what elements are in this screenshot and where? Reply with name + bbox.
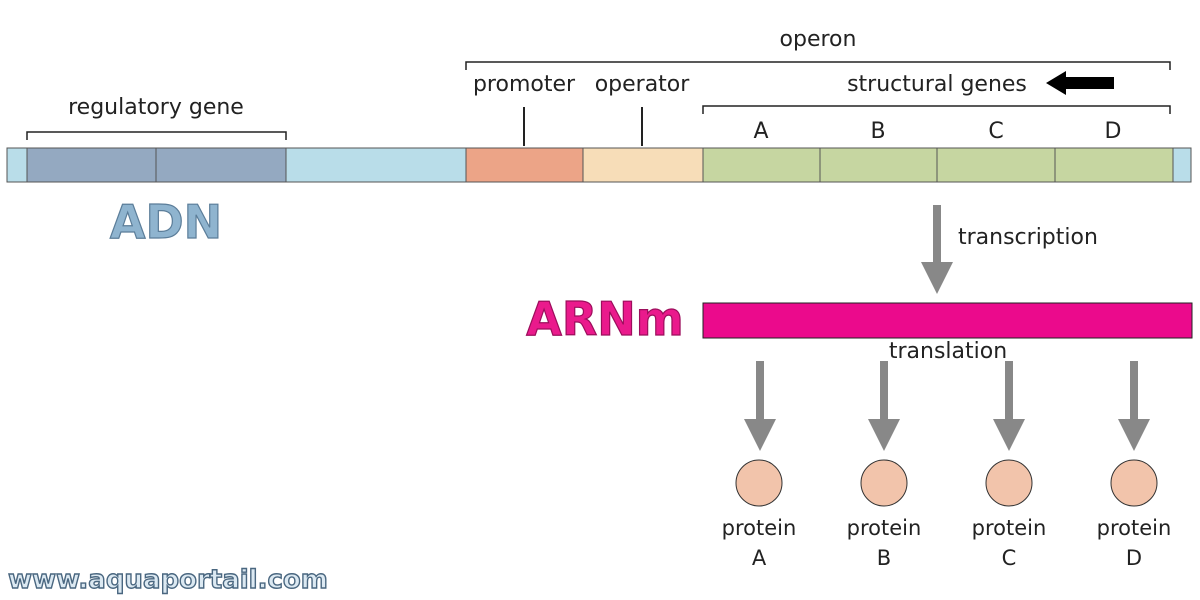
- structural-gene-a-segment: [702, 147, 821, 183]
- operon-label: operon: [780, 27, 857, 52]
- operon-bracket: [465, 61, 1171, 70]
- gene-a-label: A: [753, 119, 768, 144]
- protein-a-label: protein: [722, 516, 797, 540]
- dna-left-cap: [6, 147, 28, 183]
- dna-right-cap: [1172, 147, 1192, 183]
- mrna-strand: [702, 302, 1193, 339]
- gene-b-label: B: [870, 119, 885, 144]
- dna-strand: [6, 147, 1192, 183]
- gene-d-label: D: [1105, 119, 1122, 144]
- transcription-label: transcription: [958, 225, 1098, 250]
- protein-b-label: protein: [847, 516, 922, 540]
- structural-gene-b-segment: [819, 147, 938, 183]
- structural-gene-d-segment: [1054, 147, 1174, 183]
- protein-b-letter: B: [877, 546, 891, 570]
- promoter-label: promoter: [473, 72, 576, 97]
- adn-label: ADN: [110, 195, 222, 249]
- protein-d-letter: D: [1126, 546, 1142, 570]
- protein-b-circle: [860, 459, 908, 507]
- translation-label: translation: [889, 339, 1007, 364]
- structural-genes-bracket: [702, 105, 1171, 114]
- protein-c-label: protein: [972, 516, 1047, 540]
- protein-d-label: protein: [1097, 516, 1172, 540]
- arnm-label: ARNm: [526, 292, 683, 346]
- protein-c-letter: C: [1002, 546, 1017, 570]
- protein-d-circle: [1110, 459, 1158, 507]
- regulatory-gene-bracket: [26, 131, 287, 140]
- promoter-segment: [465, 147, 584, 183]
- protein-a-circle: [735, 459, 783, 507]
- structural-gene-c-segment: [936, 147, 1056, 183]
- protein-a-letter: A: [752, 546, 767, 570]
- operator-segment: [582, 147, 704, 183]
- left-arrow-icon: [1046, 71, 1114, 95]
- gene-c-label: C: [988, 119, 1003, 144]
- structural-genes-label: structural genes: [847, 72, 1027, 97]
- spacer-segment: [285, 147, 467, 183]
- operator-label: operator: [595, 72, 691, 97]
- protein-c-circle: [985, 459, 1033, 507]
- watermark: www.aquaportail.com: [8, 565, 328, 595]
- regulatory-gene-label: regulatory gene: [68, 95, 244, 120]
